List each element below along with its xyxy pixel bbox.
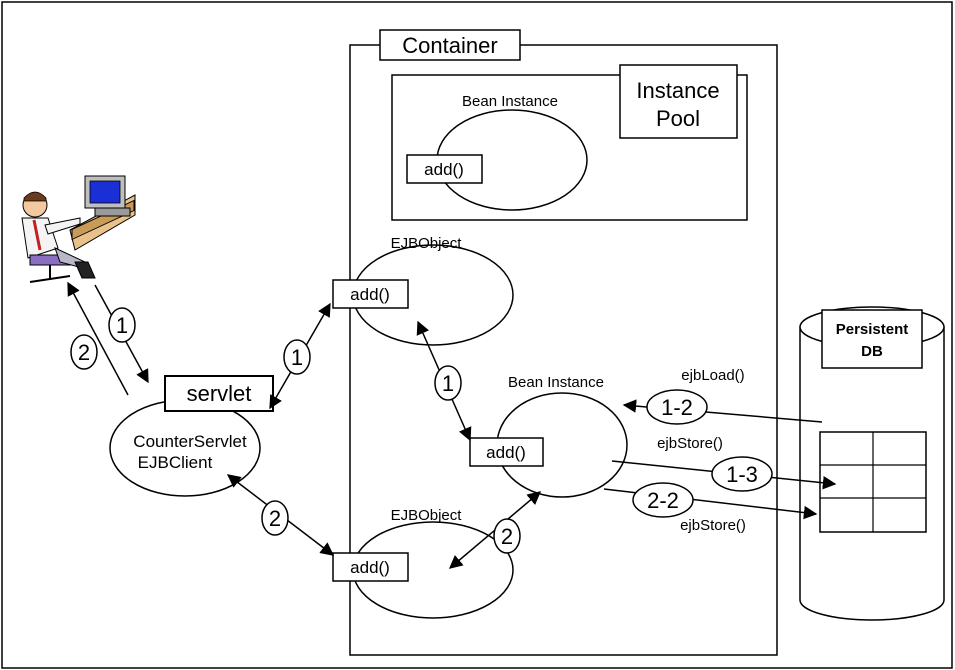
container-label: Container bbox=[402, 33, 497, 58]
arrow-servlet-to-user bbox=[67, 281, 129, 396]
svg-text:2: 2 bbox=[78, 340, 90, 365]
ejb-object-2-method: add() bbox=[350, 558, 390, 577]
servlet: servlet CounterServlet EJBClient bbox=[109, 375, 274, 497]
step-badge-ejbobject-bean-2: 2 bbox=[493, 518, 521, 554]
step-badge-user-to-servlet: 1 bbox=[108, 307, 136, 343]
servlet-line2: EJBClient bbox=[138, 453, 213, 472]
ejbstore-2-label: ejbStore() bbox=[680, 517, 746, 534]
instance-pool-label-1: Instance bbox=[636, 78, 719, 103]
pool-bean-instance: Bean Instance add() bbox=[406, 93, 588, 211]
servlet-label: servlet bbox=[187, 381, 252, 406]
db-label-1: Persistent bbox=[836, 321, 909, 338]
active-bean-method: add() bbox=[486, 443, 526, 462]
svg-text:1: 1 bbox=[442, 371, 454, 396]
active-bean-label: Bean Instance bbox=[508, 374, 604, 391]
ejb-object-1: EJBObject add() bbox=[332, 235, 514, 346]
svg-text:2-2: 2-2 bbox=[647, 488, 679, 513]
step-badge-servlet-ejbobject-1: 1 bbox=[283, 339, 311, 375]
active-bean-instance: Bean Instance add() bbox=[469, 374, 628, 498]
pool-bean-label: Bean Instance bbox=[462, 93, 558, 110]
user-at-computer-icon bbox=[21, 175, 136, 283]
instance-pool: Instance Pool bbox=[391, 64, 748, 221]
step-badge-ejbobject-bean-1: 1 bbox=[434, 365, 462, 401]
ejb-object-1-method: add() bbox=[350, 285, 390, 304]
svg-text:1-3: 1-3 bbox=[726, 462, 758, 487]
svg-text:2: 2 bbox=[269, 506, 281, 531]
svg-text:2: 2 bbox=[501, 524, 513, 549]
svg-text:1: 1 bbox=[291, 345, 303, 370]
persistent-db: Persistent DB bbox=[799, 306, 945, 621]
servlet-line1: CounterServlet bbox=[133, 432, 247, 451]
step-badge-store-2: 2-2 bbox=[632, 482, 694, 518]
ejbload-label: ejbLoad() bbox=[681, 367, 744, 384]
db-label-2: DB bbox=[861, 343, 883, 360]
step-badge-servlet-ejbobject-2: 2 bbox=[261, 500, 289, 536]
step-badge-store-1: 1-3 bbox=[711, 456, 773, 492]
step-badge-servlet-to-user: 2 bbox=[70, 334, 98, 370]
container: Container bbox=[349, 29, 778, 656]
ejb-object-2-label: EJBObject bbox=[391, 507, 463, 524]
svg-text:1-2: 1-2 bbox=[661, 395, 693, 420]
svg-text:1: 1 bbox=[116, 313, 128, 338]
ejbstore-1-label: ejbStore() bbox=[657, 435, 723, 452]
step-badge-load: 1-2 bbox=[646, 389, 708, 425]
ejb-object-2: EJBObject add() bbox=[332, 507, 514, 619]
pool-bean-method: add() bbox=[424, 160, 464, 179]
instance-pool-label-2: Pool bbox=[656, 106, 700, 131]
